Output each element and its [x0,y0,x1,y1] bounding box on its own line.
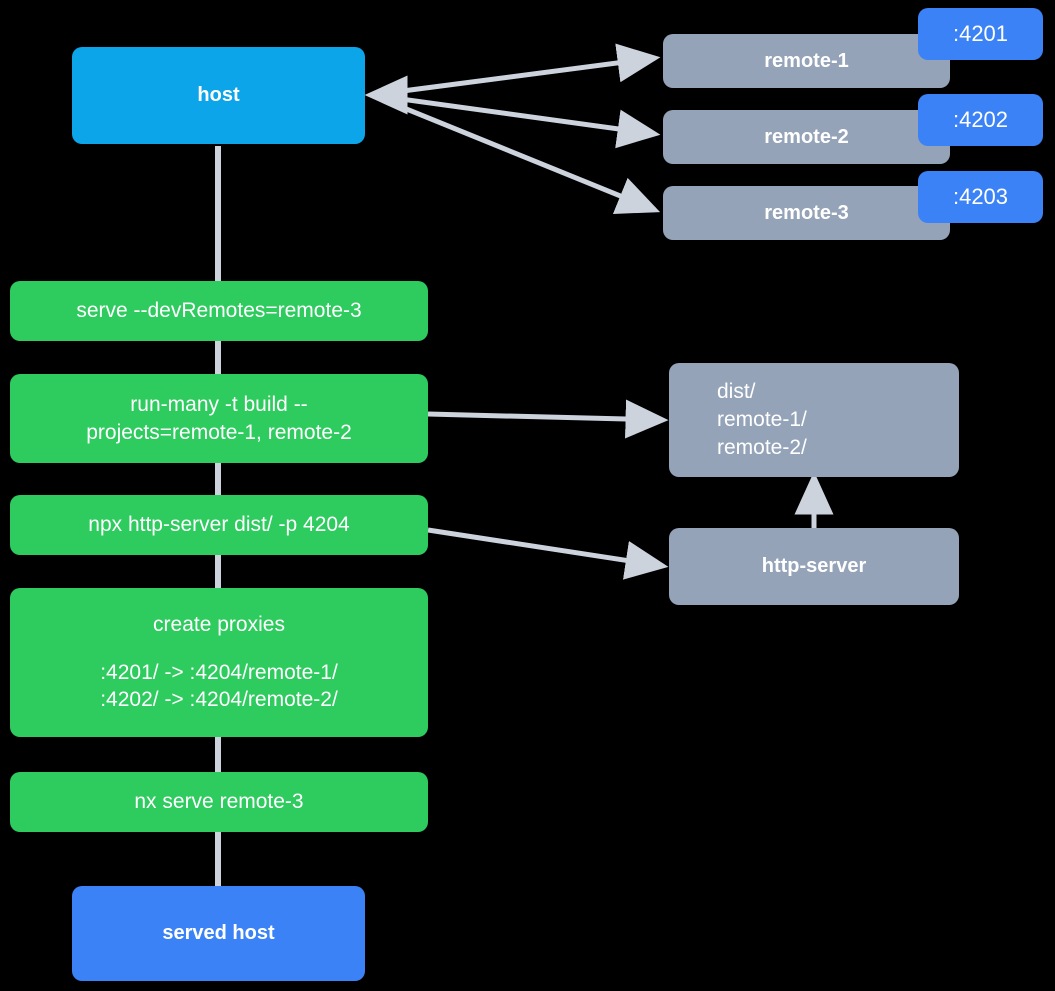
node-command-create-proxies-line1: :4201/ -> :4204/remote-1/ [100,660,338,684]
node-remote-3[interactable]: remote-3 [663,186,950,240]
node-command-npx-http-server[interactable]: npx http-server dist/ -p 4204 [10,495,428,555]
node-command-npx-http-server-label: npx http-server dist/ -p 4204 [88,513,350,537]
badge-remote-2-port-label: :4202 [952,107,1009,132]
node-remote-2-label: remote-2 [764,125,849,148]
edge-runmany-to-dist [427,399,669,439]
edge-host-remote-1 [371,43,661,98]
badge-remote-3-port[interactable]: :4203 [918,171,1043,223]
edge-host-remote-2 [371,92,661,149]
node-command-create-proxies-title: create proxies [153,612,285,636]
node-host[interactable]: host [72,47,365,144]
node-remote-1-label: remote-1 [764,49,849,72]
node-artifact-dist-root: dist/ [717,380,756,404]
badge-remote-2-port[interactable]: :4202 [918,94,1043,146]
edge-host-remote-3 [371,92,661,214]
badge-remote-1-port[interactable]: :4201 [918,8,1043,60]
node-artifact-dist[interactable]: dist/ remote-1/ remote-2/ [669,363,959,477]
node-artifact-http-server-label: http-server [761,555,867,578]
node-served-host[interactable]: served host [72,886,365,981]
node-artifact-dist-child-1: remote-1/ [717,408,807,432]
node-remote-3-label: remote-3 [764,201,849,224]
node-served-host-label: served host [162,922,275,945]
node-command-run-many[interactable]: run-many -t build -- projects=remote-1, … [10,374,428,463]
node-command-nx-serve-remote-3[interactable]: nx serve remote-3 [10,772,428,832]
node-remote-1[interactable]: remote-1 [663,34,950,88]
node-host-label: host [197,84,240,107]
node-command-create-proxies-line2: :4202/ -> :4204/remote-2/ [100,688,338,712]
node-command-serve-devremotes-label: serve --devRemotes=remote-3 [76,299,362,323]
node-remote-2[interactable]: remote-2 [663,110,950,164]
badge-remote-1-port-label: :4201 [952,21,1009,46]
node-artifact-http-server[interactable]: http-server [669,528,959,605]
edge-npx-to-httpserver [427,527,669,580]
node-command-run-many-label: run-many -t build -- projects=remote-1, … [86,392,352,444]
node-command-serve-devremotes[interactable]: serve --devRemotes=remote-3 [10,281,428,341]
node-command-create-proxies[interactable]: create proxies :4201/ -> :4204/remote-1/… [10,588,428,737]
node-command-nx-serve-remote-3-label: nx serve remote-3 [134,790,304,814]
node-artifact-dist-child-2: remote-2/ [717,435,807,459]
badge-remote-3-port-label: :4203 [952,184,1009,209]
